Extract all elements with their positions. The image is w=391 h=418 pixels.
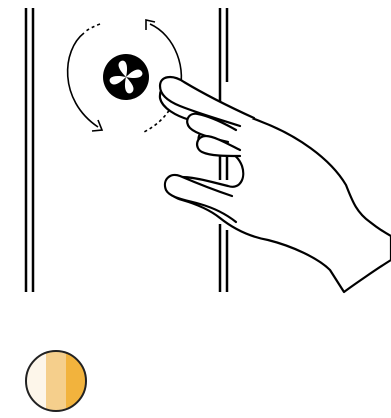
color-swatch	[26, 351, 86, 411]
fan-knob-icon	[103, 54, 149, 100]
color-swatch-mid	[46, 351, 66, 411]
pointing-hand-icon	[160, 77, 391, 292]
left-frame	[26, 8, 33, 292]
